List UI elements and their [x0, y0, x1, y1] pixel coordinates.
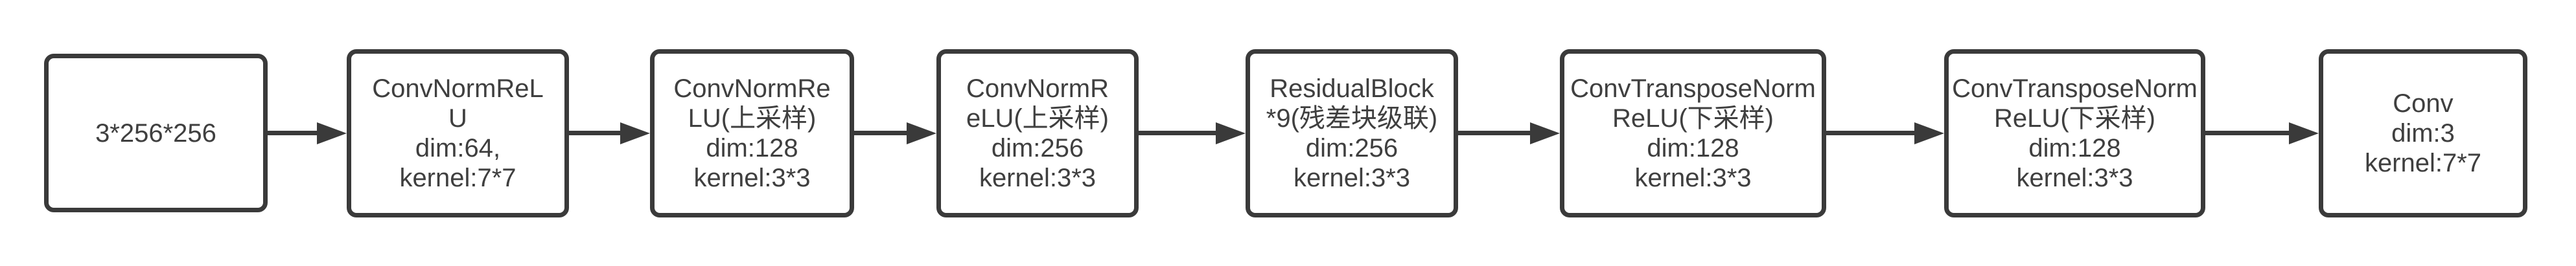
node-label-line: ReLU(下采样) — [1994, 104, 2155, 133]
flow-arrow — [1826, 122, 1944, 144]
node-label-line: kernel:3*3 — [1634, 163, 1752, 192]
flow-node-conv-output: Conv dim:3 kernel:7*7 — [2319, 49, 2527, 217]
flow-node-convnormrelu-256: ConvNormR eLU(上采样) dim:256 kernel:3*3 — [936, 49, 1139, 217]
flow-node-convnormrelu-64: ConvNormReL U dim:64, kernel:7*7 — [347, 49, 569, 217]
arrow-head — [1530, 122, 1560, 144]
node-label-line: ConvNormReL — [372, 74, 544, 103]
node-label-line: ConvNormRe — [673, 74, 831, 103]
node-label-line: ConvNormR — [966, 74, 1109, 103]
arrow-line — [2205, 131, 2289, 135]
arrow-line — [1826, 131, 1914, 135]
node-label-line: kernel:7*7 — [399, 163, 516, 192]
arrow-line — [854, 131, 907, 135]
flow-node-residualblock-x9: ResidualBlock *9(残差块级联) dim:256 kernel:3… — [1246, 49, 1458, 217]
node-label-line: dim:128 — [2028, 133, 2121, 162]
arrow-head — [907, 122, 936, 144]
arrow-head — [317, 122, 347, 144]
flow-node-convtransposenormrelu-128-a: ConvTransposeNorm ReLU(下采样) dim:128 kern… — [1560, 49, 1826, 217]
node-label-line: kernel:3*3 — [979, 163, 1097, 192]
node-label-line: LU(上采样) — [688, 104, 817, 133]
flow-node-convnormrelu-128: ConvNormRe LU(上采样) dim:128 kernel:3*3 — [650, 49, 854, 217]
node-label-line: dim:128 — [1647, 133, 1739, 162]
node-label-line: dim:3 — [2391, 118, 2455, 148]
flow-arrow — [268, 122, 347, 144]
arrow-line — [1139, 131, 1216, 135]
flow-node-convtransposenormrelu-128-b: ConvTransposeNorm ReLU(下采样) dim:128 kern… — [1944, 49, 2205, 217]
flow-arrow — [1458, 122, 1560, 144]
node-label-line: ConvTransposeNorm — [1952, 74, 2198, 103]
arrow-line — [268, 131, 317, 135]
node-label-line: kernel:3*3 — [693, 163, 811, 192]
arrow-line — [1458, 131, 1530, 135]
node-label-line: ResidualBlock — [1270, 74, 1434, 103]
node-label-line: eLU(上采样) — [966, 104, 1109, 133]
node-label-line: dim:128 — [706, 133, 798, 162]
arrow-line — [569, 131, 620, 135]
arrow-head — [1216, 122, 1246, 144]
flow-node-input-3x256x256: 3*256*256 — [44, 54, 268, 212]
flow-arrow — [854, 122, 936, 144]
arrow-head — [2289, 122, 2319, 144]
flow-arrow — [1139, 122, 1246, 144]
arrow-head — [620, 122, 650, 144]
flow-arrow — [2205, 122, 2319, 144]
node-label-line: dim:64, — [415, 133, 501, 162]
node-label-line: dim:256 — [991, 133, 1084, 162]
node-label-line: ConvTransposeNorm — [1570, 74, 1816, 103]
flow-arrow — [569, 122, 650, 144]
node-label-line: *9(残差块级联) — [1266, 104, 1438, 133]
arrow-head — [1914, 122, 1944, 144]
node-label-line: kernel:7*7 — [2364, 148, 2482, 177]
node-label-line: Conv — [2393, 89, 2454, 118]
node-label-line: ReLU(下采样) — [1612, 104, 1774, 133]
node-label-line: kernel:3*3 — [1293, 163, 1411, 192]
node-label-line: dim:256 — [1305, 133, 1398, 162]
node-label-line: kernel:3*3 — [2016, 163, 2133, 192]
node-label-line: 3*256*256 — [95, 118, 216, 148]
node-label-line: U — [448, 104, 467, 133]
